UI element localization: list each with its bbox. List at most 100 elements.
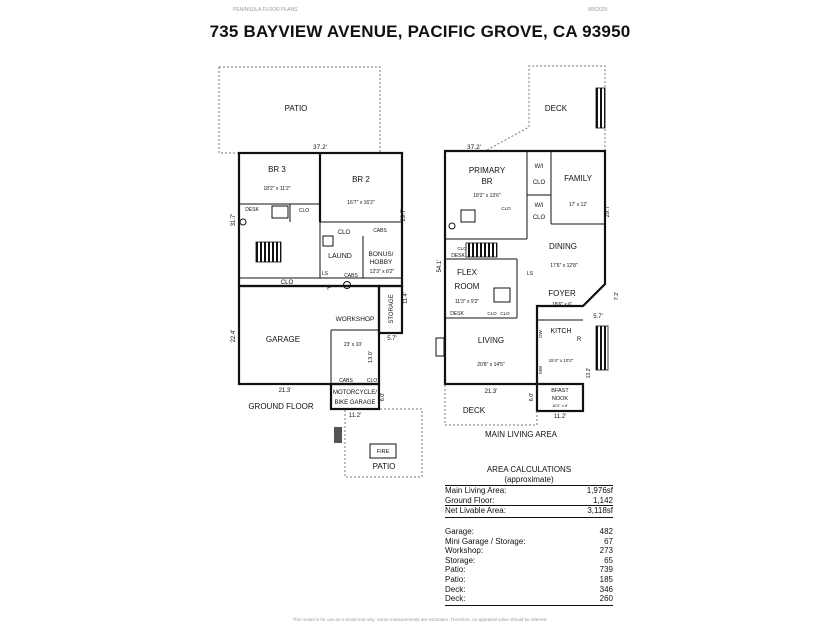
- motorcycle-garage-walls: [329, 382, 381, 411]
- footer-disclaimer: This model is for use as a visual tool o…: [292, 617, 548, 622]
- area-row: Workshop:273: [445, 546, 613, 556]
- ground-floor-label: GROUND FLOOR: [248, 402, 314, 411]
- dim-57: 5.7': [387, 336, 397, 342]
- deck-stairs: [595, 87, 606, 129]
- f-label: F: [327, 286, 331, 292]
- dining-label: DINING: [549, 242, 577, 251]
- living-label: LIVING: [478, 336, 504, 345]
- area-row: Main Living Area:1,976sf: [445, 486, 613, 496]
- cabs-label-3: CABS: [339, 378, 353, 384]
- dim-main-right: 29.7': [605, 205, 611, 218]
- area-rule-bottom: [445, 604, 613, 606]
- clo-label-2: CLO: [338, 230, 351, 236]
- deck-bottom-label: DECK: [463, 406, 486, 415]
- clo-main-label-3: CLO: [457, 246, 467, 251]
- header-right: 8/8/2025: [588, 7, 608, 13]
- dim-6: 6.0': [380, 393, 386, 402]
- area-rule-mid: [445, 516, 613, 518]
- desk-main-label-1: DESK: [451, 253, 465, 259]
- family-dim: 17' x 12': [569, 202, 587, 208]
- area-row: Patio:185: [445, 574, 613, 584]
- area-row: Deck:260: [445, 594, 613, 604]
- flex-label: FLEX: [457, 268, 478, 277]
- foyer-dim: 18'6" x 6': [552, 302, 572, 308]
- washer-fixture: [322, 235, 334, 247]
- area-heading: AREA CALCULATIONS: [486, 465, 572, 474]
- clo-label-1: CLO: [299, 208, 309, 214]
- deck-top-label: DECK: [545, 104, 568, 113]
- clo-main-label-5: CLO: [487, 311, 497, 316]
- primary-label: PRIMARY: [469, 166, 506, 175]
- garage-walls: [237, 284, 381, 386]
- wi-label-2: W/I: [535, 203, 544, 209]
- deck-bottom-outline: [444, 385, 538, 426]
- foyer-label: FOYER: [548, 289, 576, 298]
- fire-pit: [369, 443, 397, 459]
- storage-label: STORAGE: [389, 294, 395, 323]
- patio-top-label: PATIO: [285, 104, 308, 113]
- bonus-label: BONUS/: [369, 251, 394, 258]
- living-dim: 20'8" x 14'5": [477, 362, 505, 368]
- bike-garage-label: BIKE GARAGE: [334, 400, 375, 406]
- area-calculations: AREA CALCULATIONS (approximate) Main Liv…: [445, 465, 613, 606]
- nook-label: NOOK: [552, 396, 569, 402]
- br3-dim: 18'2" x 11'2": [263, 186, 290, 192]
- clo-main-label-4: CLO: [501, 206, 511, 211]
- laund-label: LAUND: [328, 253, 352, 260]
- workshop-dim: 23' x 10': [344, 342, 362, 348]
- area-subheading: (approximate): [504, 474, 554, 484]
- toilet-main: [448, 222, 456, 230]
- page-title: 735 BAYVIEW AVENUE, PACIFIC GROVE, CA 93…: [209, 22, 631, 41]
- br3-label: BR 3: [268, 165, 286, 174]
- fire-label: FIRE: [377, 449, 390, 455]
- bfast-nook-walls: [535, 382, 585, 413]
- dim-main-bottom: 21.3': [485, 389, 498, 395]
- dim-main-57: 5.7': [593, 314, 603, 320]
- bonus-dim: 12'3" x 8'2": [370, 269, 395, 275]
- ground-stairs: [255, 241, 282, 263]
- kitchen-label: KITCH: [551, 328, 572, 335]
- clo-main-label-6: CLO: [500, 311, 510, 316]
- main-level-plan: DECK 37.2' PRIMARY BR 18'2" x 13'6" W/I …: [435, 65, 620, 439]
- br-label: BR: [481, 177, 492, 186]
- clo-main-label-1: CLO: [533, 180, 546, 186]
- r-label: R: [577, 337, 582, 343]
- mw-label: MW: [538, 365, 543, 374]
- fireplace: [435, 337, 445, 357]
- storage-walls: [377, 284, 404, 335]
- patio-steps: [334, 427, 342, 443]
- dim-garage-width: 21.3': [279, 388, 292, 394]
- dw-label: DW: [538, 330, 543, 338]
- primary-dim: 18'2" x 13'6": [473, 193, 501, 199]
- bfast-label: BFAST: [551, 388, 569, 394]
- main-outer-walls: [443, 149, 607, 386]
- workshop-label: WORKSHOP: [336, 316, 375, 323]
- dim-ground-left: 31.7': [231, 214, 237, 227]
- dim-main-width-top: 37.2': [467, 144, 481, 151]
- clo-label-4: CLO: [367, 378, 377, 384]
- wi-label-1: W/I: [535, 164, 544, 170]
- flex-dim: 11'3" x 9'2": [455, 299, 479, 305]
- dim-moto-width: 11.2': [349, 413, 361, 419]
- dim-main-6: 6.0': [529, 393, 535, 402]
- area-row: Storage:65: [445, 555, 613, 565]
- dim-garage-left: 22.4': [231, 330, 237, 343]
- laundry-main: [493, 287, 511, 303]
- area-row: Garage:482: [445, 526, 613, 536]
- garage-label: GARAGE: [266, 335, 300, 344]
- motorcycle-label: MOTORCYCLE/: [333, 390, 377, 396]
- dim-main-72: 7.2': [614, 292, 620, 301]
- area-row: Patio:739: [445, 565, 613, 575]
- tub-main: [460, 209, 476, 223]
- dim-114: 11.4': [403, 292, 409, 303]
- interior-stairs: [465, 242, 498, 258]
- dim-main-left: 54.1': [437, 260, 443, 273]
- clo-main-label-2: CLO: [533, 215, 546, 221]
- dim-main-13: 13.2': [586, 368, 592, 379]
- area-rule-top: [445, 485, 613, 487]
- header-left: PENINSULA FLOOR PLANS: [233, 7, 298, 13]
- main-level-label: MAIN LIVING AREA: [485, 430, 558, 439]
- dim-13: 13.0': [368, 351, 374, 363]
- clo-label-3: CLO: [281, 280, 294, 286]
